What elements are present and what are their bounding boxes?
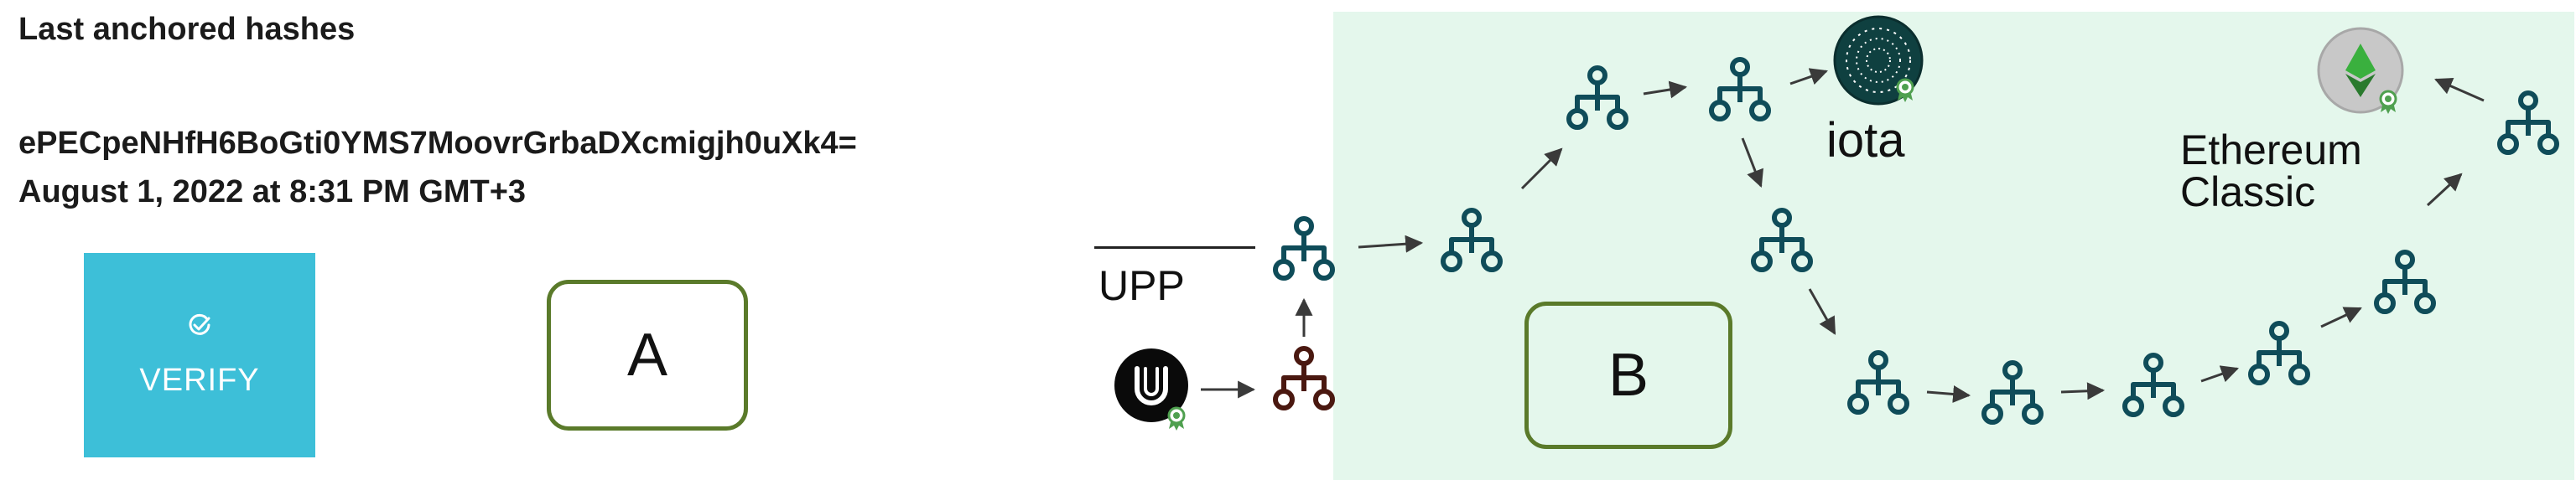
upp-certificate-icon [1167, 406, 1186, 432]
tree-node-10 [2376, 252, 2433, 312]
arrow-3 [1643, 80, 1688, 99]
tree-node-6 [1850, 353, 1907, 412]
tree-node-2 [1443, 210, 1500, 270]
box-a-label: A [626, 322, 668, 389]
iota-label: iota [1826, 113, 1905, 168]
ethereum-classic-label: Ethereum Classic [2180, 129, 2362, 213]
heading: Last anchored hashes [18, 12, 356, 47]
arrow-2 [1520, 147, 1563, 190]
anchor-timestamp: August 1, 2022 at 8:31 PM GMT+3 [18, 174, 527, 209]
tree-node-9 [2251, 323, 2308, 383]
upp-input-line [1094, 246, 1255, 249]
ethereum-label-line: Ethereum [2180, 126, 2362, 173]
box-b-label: B [1607, 342, 1649, 409]
arrow-7 [2060, 382, 2106, 400]
ethereum-classic-certificate-icon [2379, 90, 2397, 116]
arrow-8 [2200, 365, 2239, 383]
check-circle-icon [187, 312, 212, 343]
arrow-to-ethereum-classic [2434, 77, 2485, 102]
tree-node-1 [1275, 219, 1332, 278]
box-a: A [547, 280, 748, 431]
upp-logo-icon [1114, 348, 1188, 422]
arrow-5 [1808, 288, 1836, 335]
tree-node-8 [2125, 355, 2182, 415]
arrow-to-iota [1789, 68, 1828, 85]
arrow-10 [2426, 173, 2463, 207]
tree-node-upp [1275, 348, 1332, 408]
tree-node-11 [2500, 93, 2557, 152]
verify-button[interactable]: VERIFY [84, 253, 315, 457]
box-b: B [1524, 302, 1732, 449]
tree-node-7 [1984, 363, 2041, 422]
tree-node-4 [1711, 59, 1768, 119]
ethereum-classic-logo-icon [2317, 27, 2404, 114]
verify-label: VERIFY [139, 362, 260, 398]
arrow-6 [1926, 385, 1971, 403]
upp-label: UPP [1098, 262, 1185, 309]
arrow-4 [1741, 137, 1763, 188]
arrow-9 [2320, 307, 2362, 328]
classic-label-line: Classic [2180, 168, 2316, 215]
tree-node-5 [1753, 210, 1810, 270]
tree-node-3 [1569, 68, 1626, 127]
arrow-1 [1358, 235, 1424, 253]
anchored-hash: ePECpeNHfH6BoGti0YMS7MoovrGrbaDXcmigjh0u… [18, 126, 857, 161]
iota-certificate-icon [1896, 78, 1914, 104]
